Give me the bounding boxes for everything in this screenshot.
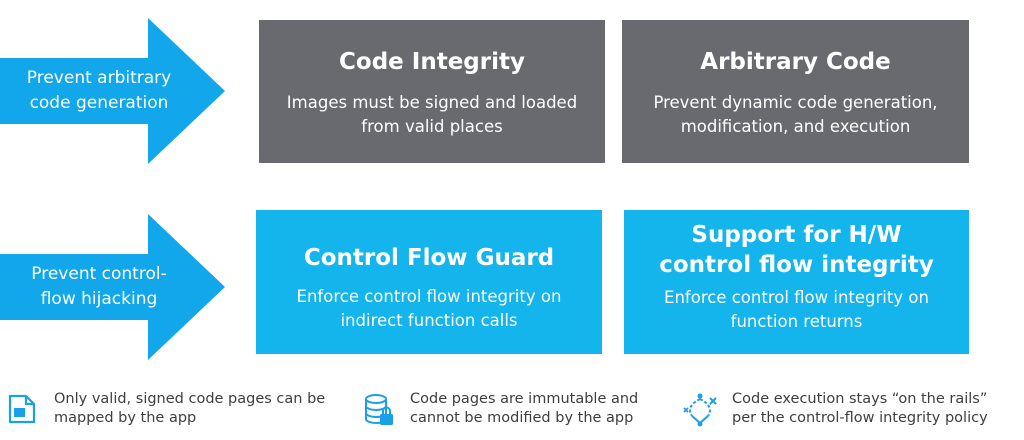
legend-text-line: Only valid, signed code pages can be xyxy=(54,391,326,407)
legend-item-immutable-pages: Code pages are immutable and cannot be m… xyxy=(362,390,672,430)
legend-item-signed-pages: Only valid, signed code pages can be map… xyxy=(6,390,346,430)
arrow-prevent-arbitrary-code: Prevent arbitrary code generation xyxy=(0,18,230,164)
legend-text-line: cannot be modified by the app xyxy=(410,410,634,426)
legend-text-line: mapped by the app xyxy=(54,410,197,426)
box-title: Support for H/W control flow integrity xyxy=(659,222,934,278)
box-title: Arbitrary Code xyxy=(700,49,891,75)
page-icon xyxy=(6,392,40,430)
box-code-integrity: Code Integrity Images must be signed and… xyxy=(259,20,605,163)
box-control-flow-guard: Control Flow Guard Enforce control flow … xyxy=(256,210,602,354)
box-title: Code Integrity xyxy=(339,49,525,75)
arrow-prevent-control-flow-hijacking: Prevent control-flow hijacking xyxy=(0,214,230,360)
arrow-shape xyxy=(0,214,225,360)
database-lock-icon xyxy=(362,392,398,432)
legend-text-line: per the control-flow integrity policy xyxy=(732,410,988,426)
box-description: Enforce control flow integrity on indire… xyxy=(296,287,562,330)
box-title: Control Flow Guard xyxy=(303,245,555,271)
box-description: Images must be signed and loaded from va… xyxy=(286,93,578,136)
box-description: Prevent dynamic code generation, modific… xyxy=(653,93,938,136)
arrow-shape xyxy=(0,18,225,164)
legend-text-line: Code execution stays “on the rails” xyxy=(732,391,988,407)
legend-text: Code execution stays “on the rails” per … xyxy=(732,390,988,428)
arrow-label: Prevent arbitrary code generation xyxy=(26,68,172,113)
legend-text-line: Code pages are immutable and xyxy=(410,391,639,407)
flow-rails-icon xyxy=(680,392,720,432)
box-hw-control-flow-integrity: Support for H/W control flow integrity E… xyxy=(624,210,969,354)
legend-text: Only valid, signed code pages can be map… xyxy=(54,390,325,428)
arrow-label: Prevent control-flow hijacking xyxy=(31,264,167,309)
box-description: Enforce control flow integrity on functi… xyxy=(664,288,929,331)
legend-text: Code pages are immutable and cannot be m… xyxy=(410,390,638,428)
box-arbitrary-code: Arbitrary Code Prevent dynamic code gene… xyxy=(622,20,969,163)
legend-item-on-the-rails: Code execution stays “on the rails” per … xyxy=(680,390,1020,430)
